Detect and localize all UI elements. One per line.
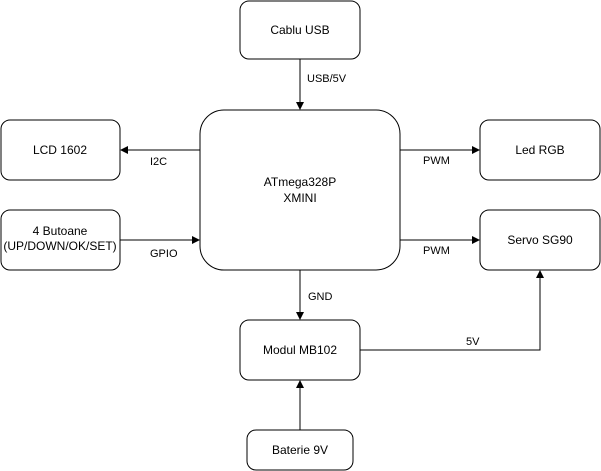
butoane-label-line2: (UP/DOWN/OK/SET) [3,239,116,253]
servo-node: Servo SG90 [479,209,601,271]
baterie-node: Baterie 9V [246,429,354,471]
arrowhead [192,236,200,244]
edge-mcu-lcd: I2C [120,146,200,168]
baterie-label: Baterie 9V [272,443,328,457]
arrowhead [472,236,480,244]
arrowhead [472,146,480,154]
arrowhead [296,380,304,388]
butoane-node: 4 Butoane (UP/DOWN/OK/SET) [0,209,121,271]
cablu-usb-label: Cablu USB [270,23,329,37]
edge-label-pwm-led: PWM [423,155,450,167]
lcd-label: LCD 1602 [33,143,87,157]
cablu-usb-node: Cablu USB [239,0,361,60]
modul-node: Modul MB102 [239,319,361,381]
led-label: Led RGB [515,143,564,157]
arrowhead [296,102,304,110]
edge-label-gnd: GND [308,291,333,303]
servo-label: Servo SG90 [507,233,573,247]
edge-modul-servo: 5V [360,270,544,351]
edge-label-5v: 5V [466,336,480,348]
edge-label-usb: USB/5V [307,73,347,85]
edge-baterie-modul [296,380,304,430]
butoane-label-line1: 4 Butoane [33,224,88,238]
edge-label-pwm-servo: PWM [423,245,450,257]
led-node: Led RGB [479,119,601,181]
lcd-node: LCD 1602 [0,119,121,181]
mcu-node: ATmega328P XMINI [199,109,401,271]
mcu-label-line2: XMINI [283,191,316,205]
edge-mcu-servo: PWM [400,236,480,257]
edge-mcu-led: PWM [400,146,480,167]
mcu-label-line1: ATmega328P [264,175,337,189]
edge-label-i2c: I2C [150,156,167,168]
edge-usb-mcu: USB/5V [296,59,347,110]
arrowhead [120,146,128,154]
modul-label: Modul MB102 [263,343,337,357]
edge-mcu-modul: GND [296,270,333,320]
edge-butoane-mcu: GPIO [120,236,200,260]
edge-label-gpio: GPIO [150,248,178,260]
arrowhead [296,312,304,320]
arrowhead [536,270,544,278]
